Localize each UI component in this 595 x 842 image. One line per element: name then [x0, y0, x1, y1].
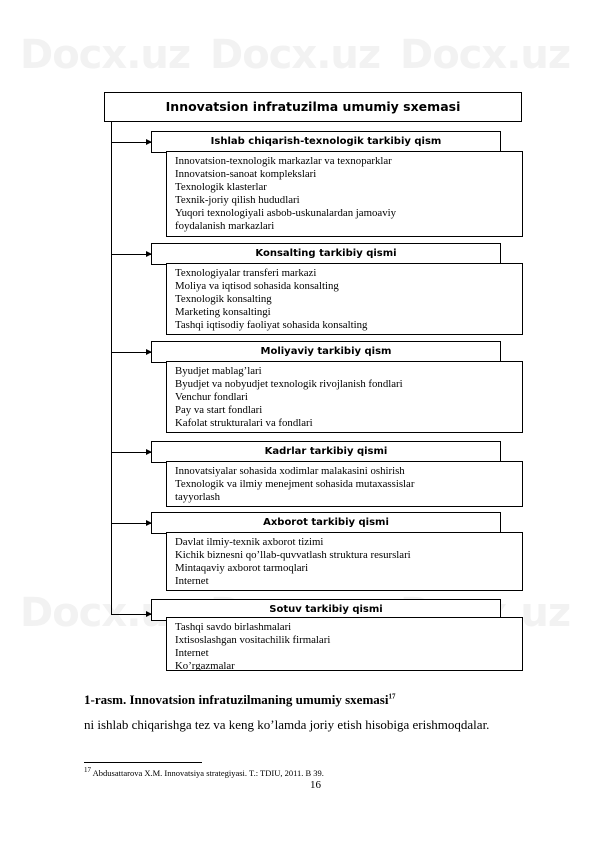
list-item: foydalanish markazlari [175, 220, 275, 232]
connector-spine [111, 122, 112, 614]
list-item: Texnologiyalar transferi markazi [175, 267, 317, 279]
footnote-text: Abdusattarova X.M. Innovatsiya strategiy… [92, 767, 324, 778]
list-item: Davlat ilmiy-texnik axborot tizimi [175, 536, 324, 548]
section-body-sales: Tashqi savdo birlashmalari Ixtisoslashga… [166, 617, 523, 671]
list-item: Kichik biznesni qo’llab-quvvatlash struk… [175, 549, 411, 561]
page-number: 16 [310, 779, 321, 791]
list-item: Texnologik klasterlar [175, 181, 267, 193]
connector-arrow [111, 349, 152, 355]
connector-arrow [111, 449, 152, 455]
list-item: Internet [175, 575, 209, 587]
footnote-divider [84, 762, 202, 763]
list-item: tayyorlash [175, 491, 220, 503]
connector-arrow [111, 611, 152, 617]
footnote: 17 Abdusattarova X.M. Innovatsiya strate… [84, 766, 324, 778]
body-paragraph: ni ishlab chiqarishga tez va keng ko’lam… [84, 717, 490, 732]
section-header-finance: Moliyaviy tarkibiy qism [151, 341, 501, 363]
watermark: Docx.uz [210, 32, 381, 78]
list-item: Ko’rgazmalar [175, 660, 235, 671]
footnote-reference[interactable]: 17 [388, 692, 396, 701]
section-header-information: Axborot tarkibiy qismi [151, 512, 501, 534]
section-header-consulting: Konsalting tarkibiy qismi [151, 243, 501, 265]
footnote-number: 17 [84, 766, 91, 774]
connector-arrow [111, 251, 152, 257]
list-item: Tashqi savdo birlashmalari [175, 621, 292, 633]
list-item: Mintaqaviy axborot tarmoqlari [175, 562, 309, 574]
section-header-personnel: Kadrlar tarkibiy qismi [151, 441, 501, 463]
section-body-information: Davlat ilmiy-texnik axborot tizimi Kichi… [166, 532, 523, 591]
list-item: Texnologik konsalting [175, 293, 272, 305]
list-item: Byudjet mablag’lari [175, 365, 262, 377]
list-item: Tashqi iqtisodiy faoliyat sohasida konsa… [175, 319, 368, 331]
list-item: Pay va start fondlari [175, 404, 263, 416]
watermark: Docx.uz [400, 32, 571, 78]
list-item: Innovatsion-sanoat komplekslari [175, 168, 317, 180]
section-body-production: Innovatsion-texnologik markazlar va texn… [166, 151, 523, 237]
section-header-production: Ishlab chiqarish-texnologik tarkibiy qis… [151, 131, 501, 153]
list-item: Moliya va iqtisod sohasida konsalting [175, 280, 339, 292]
list-item: Marketing konsaltingi [175, 306, 271, 318]
list-item: Yuqori texnologiyali asbob-uskunalardan … [175, 207, 396, 219]
diagram-title: Innovatsion infratuzilma umumiy sxemasi [104, 92, 522, 122]
list-item: Texnologik va ilmiy menejment sohasida m… [175, 478, 415, 490]
list-item: Innovatsiyalar sohasida xodimlar malakas… [175, 465, 405, 477]
section-body-personnel: Innovatsiyalar sohasida xodimlar malakas… [166, 461, 523, 507]
connector-arrow [111, 139, 152, 145]
list-item: Byudjet va nobyudjet texnologik rivojlan… [175, 378, 403, 390]
caption-text: 1-rasm. Innovatsion infratuzilmaning umu… [84, 692, 389, 707]
list-item: Ixtisoslashgan vositachilik firmalari [175, 634, 331, 646]
list-item: Texnik-joriy qilish hududlari [175, 194, 300, 206]
section-body-finance: Byudjet mablag’lari Byudjet va nobyudjet… [166, 361, 523, 433]
list-item: Internet [175, 647, 209, 659]
list-item: Venchur fondlari [175, 391, 248, 403]
list-item: Innovatsion-texnologik markazlar va texn… [175, 155, 392, 167]
section-body-consulting: Texnologiyalar transferi markazi Moliya … [166, 263, 523, 335]
connector-arrow [111, 520, 152, 526]
figure-caption: 1-rasm. Innovatsion infratuzilmaning umu… [84, 692, 395, 708]
list-item: Kafolat strukturalari va fondlari [175, 417, 313, 429]
watermark: Docx.uz [20, 32, 191, 78]
